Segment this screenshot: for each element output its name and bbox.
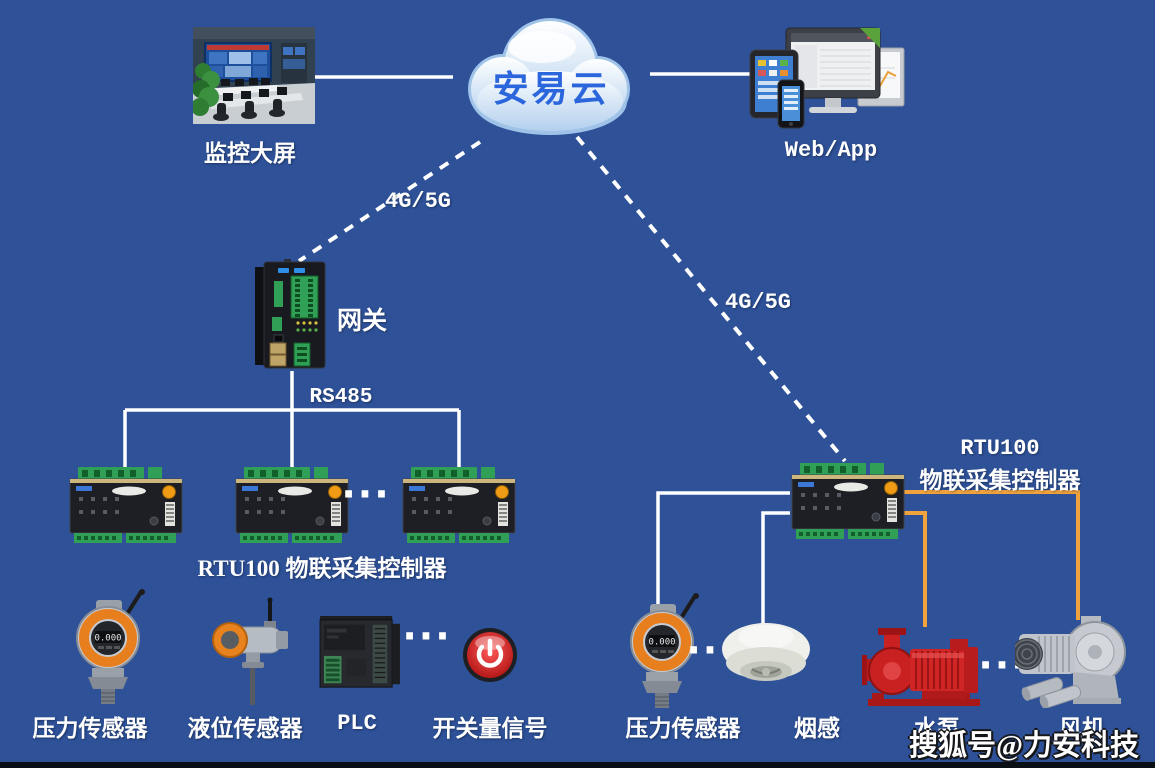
- pump-label: 水泵: [914, 716, 960, 741]
- link-rtu-pump: [895, 511, 927, 627]
- pressure-right-label: 压力传感器: [625, 716, 741, 741]
- rtu-right-label-line2: 物联采集控制器: [919, 468, 1081, 493]
- monitoring-room-image: [193, 27, 315, 124]
- fan-blower-image: [1015, 616, 1133, 708]
- link-cloud-rtu-4g5g: [575, 135, 847, 463]
- pressure-sensor-left-image: [58, 588, 163, 706]
- fan-label: 风机: [1059, 716, 1105, 741]
- rtu-ellipsis: ···: [341, 472, 391, 516]
- plc-device-image: [316, 616, 404, 692]
- switch-label: 开关量信号: [432, 716, 548, 741]
- link-rtu-pressure2: [656, 491, 790, 623]
- smoke-detector-image: [716, 615, 816, 691]
- rtu-device-3: [399, 466, 519, 546]
- plc-label: PLC: [337, 711, 377, 736]
- link-rtu-smoke: [761, 511, 790, 625]
- rtu-right-label-line1: RTU100: [960, 436, 1040, 461]
- gateway-label: 网关: [336, 308, 388, 335]
- rtu-device-right: [788, 462, 908, 542]
- rtu-left-label: RTU100 物联采集控制器: [197, 556, 447, 581]
- switch-signal-button-image: [462, 627, 518, 683]
- bus-label: RS485: [309, 386, 373, 409]
- link-cloud-gateway-4g5g: [297, 140, 482, 263]
- monitor-label: 监控大屏: [204, 141, 296, 166]
- left-sensors-ellipsis: ···: [402, 614, 452, 658]
- rtu-device-1: [66, 466, 186, 546]
- wan-right-label: 4G/5G: [724, 290, 792, 315]
- watermark: 搜狐号@力安科技: [909, 730, 1139, 762]
- level-label: 液位传感器: [187, 716, 303, 741]
- cloud-label: 安易云: [492, 69, 610, 109]
- rtu-device-2: [232, 466, 352, 546]
- link-rs485-bus: [123, 371, 461, 468]
- smoke-label: 烟感: [794, 716, 840, 741]
- gateway-device-image: [254, 259, 332, 372]
- level-sensor-image: [200, 597, 300, 707]
- link-rtu-fan: [895, 490, 1080, 620]
- wan-left-label: 4G/5G: [384, 189, 452, 214]
- bottom-edge-bar: [0, 762, 1155, 768]
- cloud-icon: [468, 18, 630, 135]
- pressure-left-label: 压力传感器: [32, 716, 148, 741]
- water-pump-image: [862, 619, 987, 711]
- webapp-devices-image: [748, 24, 908, 129]
- webapp-label: Web/App: [784, 138, 878, 163]
